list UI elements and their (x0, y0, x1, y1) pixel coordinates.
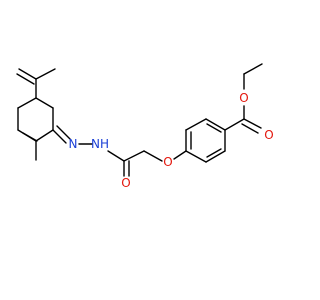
oxygen-ether-label: O (163, 155, 172, 169)
bond (173, 150, 187, 160)
nitrogen-nh-label: NH (91, 137, 109, 151)
oxygen-amide-label: O (121, 176, 130, 190)
bond (206, 123, 222, 133)
oxygen-ester-label: O (239, 91, 248, 105)
bond (185, 150, 207, 163)
bond (35, 68, 56, 80)
oxygen-ester-carbonyl-label: O (264, 128, 273, 142)
nitrogen-imine-label: N (69, 137, 78, 151)
bond (123, 150, 145, 162)
structure-diagram: N NH O O O O (16, 63, 274, 190)
bond (17, 97, 37, 109)
molecule-canvas: N NH O O O O (16, 63, 274, 190)
bond (107, 150, 125, 162)
bond (35, 97, 54, 109)
bond (205, 118, 226, 131)
bond (18, 68, 37, 80)
bond (22, 132, 38, 142)
bond (56, 125, 71, 140)
bond-layer (16, 63, 263, 177)
bond (243, 63, 263, 75)
bond (243, 118, 262, 129)
atom-label-layer: N NH O O O O (69, 91, 274, 190)
bond (52, 129, 67, 144)
bond (206, 148, 222, 158)
bond (205, 150, 226, 163)
bond (143, 150, 163, 162)
bond (241, 123, 259, 134)
bond (224, 118, 245, 131)
bond (185, 118, 207, 131)
bond (16, 73, 35, 85)
bond (35, 129, 54, 142)
